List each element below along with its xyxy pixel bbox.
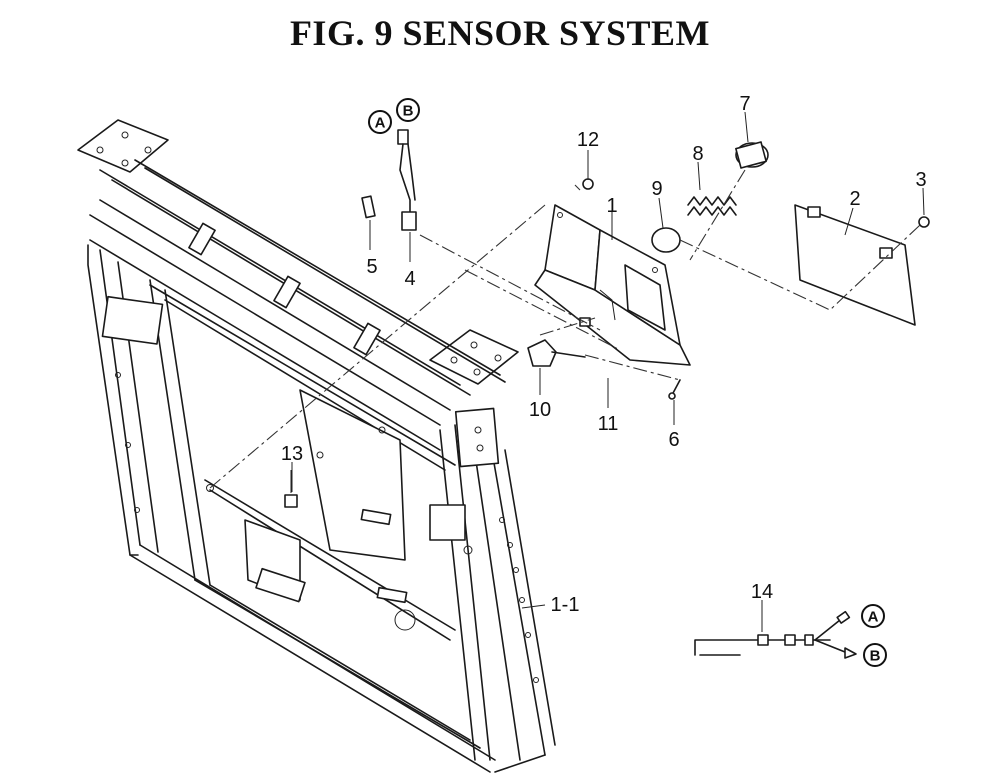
callout-8: 8	[692, 143, 703, 165]
callout-11: 11	[598, 413, 619, 435]
alignment-lines	[209, 169, 921, 489]
bushing	[651, 227, 681, 253]
cover-plate	[794, 204, 916, 326]
callout-1-1: 1-1	[551, 594, 580, 616]
leader-lines	[291, 111, 925, 632]
callout-7: 7	[739, 93, 750, 115]
mount-pad-left	[77, 119, 169, 173]
callout-10: 10	[529, 399, 551, 421]
screw	[668, 379, 681, 400]
knob	[527, 339, 586, 367]
callout-1: 1	[606, 195, 617, 217]
main-frame	[77, 119, 556, 773]
callout-4: 4	[404, 268, 415, 290]
callout-9: 9	[651, 178, 662, 200]
part-13-clip	[284, 470, 298, 508]
callout-12: 12	[577, 129, 599, 151]
callout-5: 5	[366, 256, 377, 278]
callout-labels: 1 2 3 4 5 6 7 8 9 10 11 12 13 14 1-1	[281, 93, 927, 616]
spring	[687, 196, 737, 216]
sensor-harness	[361, 129, 417, 231]
mount-pad-right	[429, 329, 519, 385]
wire-harness-14	[694, 610, 857, 659]
callout-14: 14	[751, 581, 773, 603]
callout-3: 3	[915, 169, 926, 191]
nut-12	[582, 178, 594, 190]
connector-b-bottom: B	[870, 648, 881, 665]
callout-13: 13	[281, 443, 303, 465]
sensor-bracket	[534, 204, 691, 366]
cap	[735, 141, 769, 169]
connector-a-top: A	[375, 115, 386, 132]
connector-a-bottom: A	[868, 609, 879, 626]
figure-title: FIG. 9 SENSOR SYSTEM	[289, 13, 711, 53]
nut-3	[918, 216, 930, 228]
callout-2: 2	[849, 188, 860, 210]
callout-6: 6	[668, 429, 679, 451]
connector-markers: A B A B	[368, 98, 887, 667]
connector-b-top: B	[403, 103, 414, 120]
